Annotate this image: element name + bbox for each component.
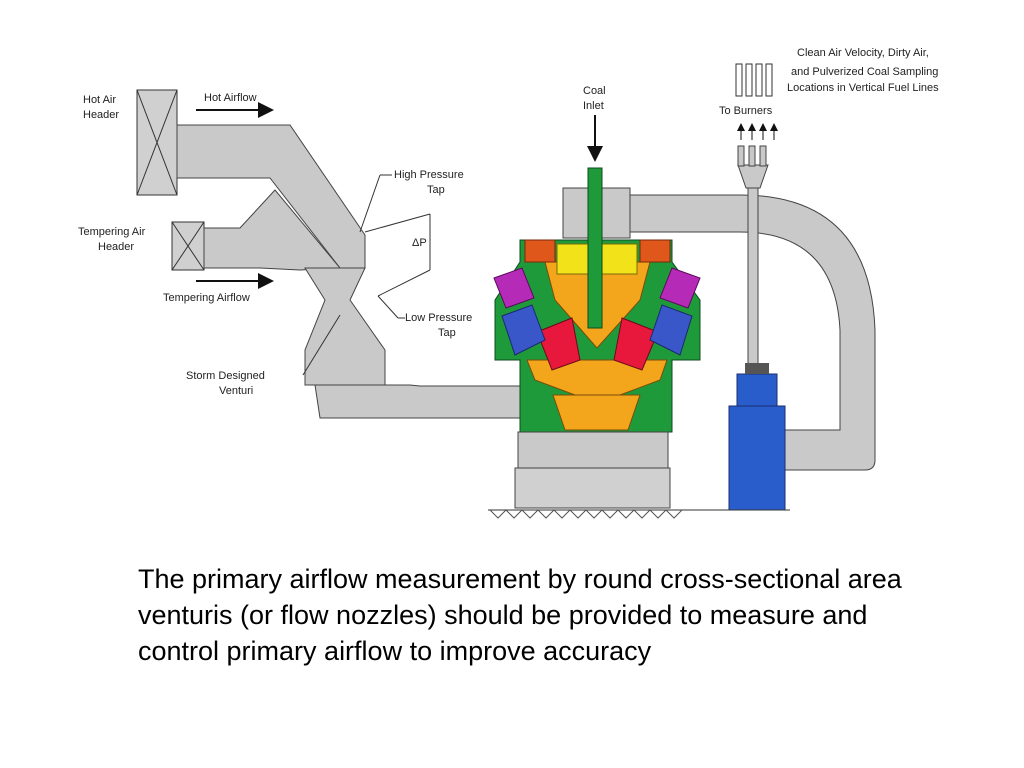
motor	[728, 363, 786, 511]
storm-venturi-body	[304, 267, 521, 419]
delta-p-label: ΔP	[412, 237, 427, 249]
hot-airflow-label: Hot Airflow	[204, 92, 257, 104]
caption-text: The primary airflow measurement by round…	[138, 564, 902, 666]
coal-inlet-label: Coal Inlet	[583, 85, 609, 112]
pulverizer-airflow-diagram: Hot Air Header Hot Airflow Tempering Air…	[78, 47, 941, 519]
high-pressure-tap-label: High Pressure Tap	[394, 169, 467, 196]
vertical-fuel-line	[737, 123, 778, 376]
storm-venturi-label: Storm Designed Venturi	[186, 370, 268, 397]
sampling-pipes-icon	[735, 63, 773, 97]
sampling-locations-label: Clean Air Velocity, Dirty Air, and Pulve…	[787, 47, 941, 94]
tempering-airflow-label: Tempering Airflow	[163, 292, 250, 304]
hot-air-header	[136, 89, 178, 196]
ground	[488, 509, 790, 519]
tempering-air-header-label: Tempering Air Header	[78, 226, 148, 253]
tempering-air-header	[171, 221, 205, 271]
hot-air-header-label: Hot Air Header	[83, 94, 119, 121]
fuel-pipe	[629, 194, 876, 471]
to-burners-label: To Burners	[719, 105, 773, 117]
pulverizer-mill	[493, 167, 701, 509]
low-pressure-tap-label: Low Pressure Tap	[405, 312, 475, 339]
